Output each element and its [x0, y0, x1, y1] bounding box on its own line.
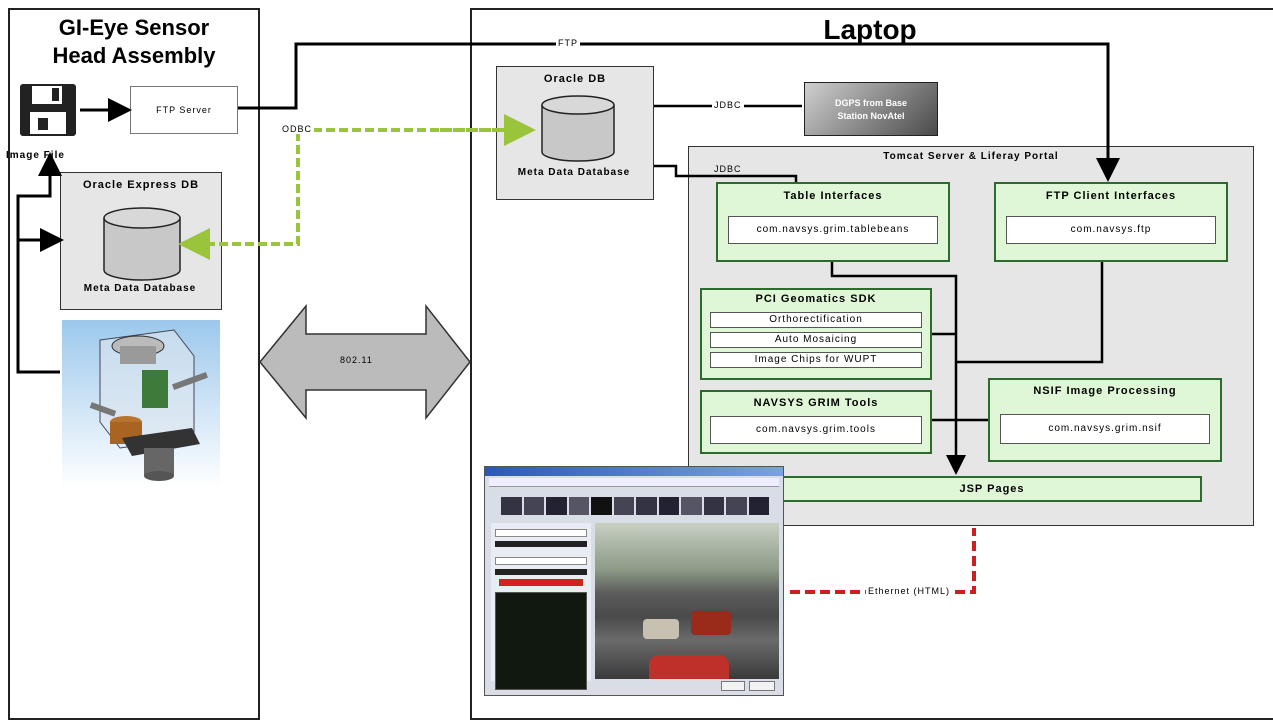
app-ok-button	[721, 681, 745, 691]
sensor-head-title: GI-Eye Sensor Head Assembly	[10, 14, 258, 70]
jdbc-bottom-label: JDBC	[712, 164, 744, 174]
thumbnail	[636, 497, 657, 515]
app-parked-car	[691, 611, 731, 635]
thumbnail	[501, 497, 522, 515]
ftp-client-title: FTP Client Interfaces	[1045, 190, 1177, 202]
dgps-label: DGPS from Base Station NovAtel	[834, 98, 908, 121]
ftp-label: FTP	[556, 38, 580, 48]
navsys-tools-item: com.navsys.grim.tools	[710, 416, 922, 444]
thumbnail	[613, 497, 634, 515]
navsys-tools-title: NAVSYS GRIM Tools	[753, 397, 879, 409]
ethernet-label: Ethernet (HTML)	[866, 586, 953, 596]
ftp-client-box: FTP Client Interfaces com.navsys.ftp	[994, 182, 1228, 262]
oracle-express-title: Oracle Express DB	[82, 179, 200, 191]
navsys-tools-box: NAVSYS GRIM Tools com.navsys.grim.tools	[700, 390, 932, 454]
app-thumbnail-strip	[501, 497, 769, 515]
ftp-server-box: FTP Server	[130, 86, 238, 134]
thumbnail	[546, 497, 567, 515]
dgps-box: DGPS from Base Station NovAtel	[804, 82, 938, 136]
app-field	[495, 529, 587, 537]
thumbnail	[703, 497, 724, 515]
floppy-disk-icon	[18, 82, 78, 138]
thumbnail	[726, 497, 747, 515]
thumbnail	[591, 497, 612, 515]
database-cylinder-icon	[102, 206, 182, 282]
app-parked-car	[643, 619, 679, 639]
pci-sdk-box: PCI Geomatics SDK Orthorectification Aut…	[700, 288, 932, 380]
thumbnail	[681, 497, 702, 515]
wireless-label: 802.11	[340, 355, 373, 365]
app-left-panel	[491, 523, 591, 690]
sensor-head-title-line1: GI-Eye Sensor	[58, 15, 210, 40]
app-screenshot	[484, 466, 784, 696]
table-interfaces-box: Table Interfaces com.navsys.grim.tablebe…	[716, 182, 950, 262]
app-red-button	[499, 579, 583, 586]
database-cylinder-icon	[540, 94, 616, 164]
app-foreground-car	[649, 655, 729, 679]
jsp-pages-box: JSP Pages	[782, 476, 1202, 502]
jdbc-top-label: JDBC	[712, 100, 744, 110]
ftp-client-item: com.navsys.ftp	[1006, 216, 1216, 244]
table-interfaces-title: Table Interfaces	[783, 190, 883, 202]
image-file-label: Image File	[6, 150, 65, 161]
laptop-title: Laptop	[823, 14, 917, 45]
sensor-head-title-line2: Head Assembly	[52, 43, 216, 68]
app-data-table	[495, 592, 587, 690]
app-field	[495, 541, 587, 547]
app-camera-view	[595, 523, 779, 679]
pci-item-image-chips: Image Chips for WUPT	[710, 352, 922, 368]
thumbnail	[658, 497, 679, 515]
ftp-server-label: FTP Server	[156, 105, 212, 115]
app-field	[495, 569, 587, 575]
oracle-express-db-label: Meta Data Database	[83, 283, 197, 294]
pci-item-auto-mosaicing: Auto Mosaicing	[710, 332, 922, 348]
table-interfaces-item: com.navsys.grim.tablebeans	[728, 216, 938, 244]
app-tabs	[489, 478, 779, 487]
oracle-db-title: Oracle DB	[543, 73, 607, 85]
nsif-box: NSIF Image Processing com.navsys.grim.ns…	[988, 378, 1222, 462]
app-cancel-button	[749, 681, 775, 691]
thumbnail	[568, 497, 589, 515]
nsif-title: NSIF Image Processing	[1033, 385, 1177, 397]
nsif-item: com.navsys.grim.nsif	[1000, 414, 1210, 444]
app-titlebar	[485, 467, 783, 476]
odbc-label: ODBC	[280, 124, 315, 134]
pci-sdk-title: PCI Geomatics SDK	[755, 293, 877, 305]
oracle-db-db-label: Meta Data Database	[517, 167, 631, 178]
thumbnail	[523, 497, 544, 515]
sensor-hardware-image	[62, 320, 220, 488]
pci-item-orthorectification: Orthorectification	[710, 312, 922, 328]
jsp-pages-label: JSP Pages	[959, 483, 1025, 495]
tomcat-title: Tomcat Server & Liferay Portal	[883, 151, 1059, 162]
thumbnail	[748, 497, 769, 515]
app-field	[495, 557, 587, 565]
